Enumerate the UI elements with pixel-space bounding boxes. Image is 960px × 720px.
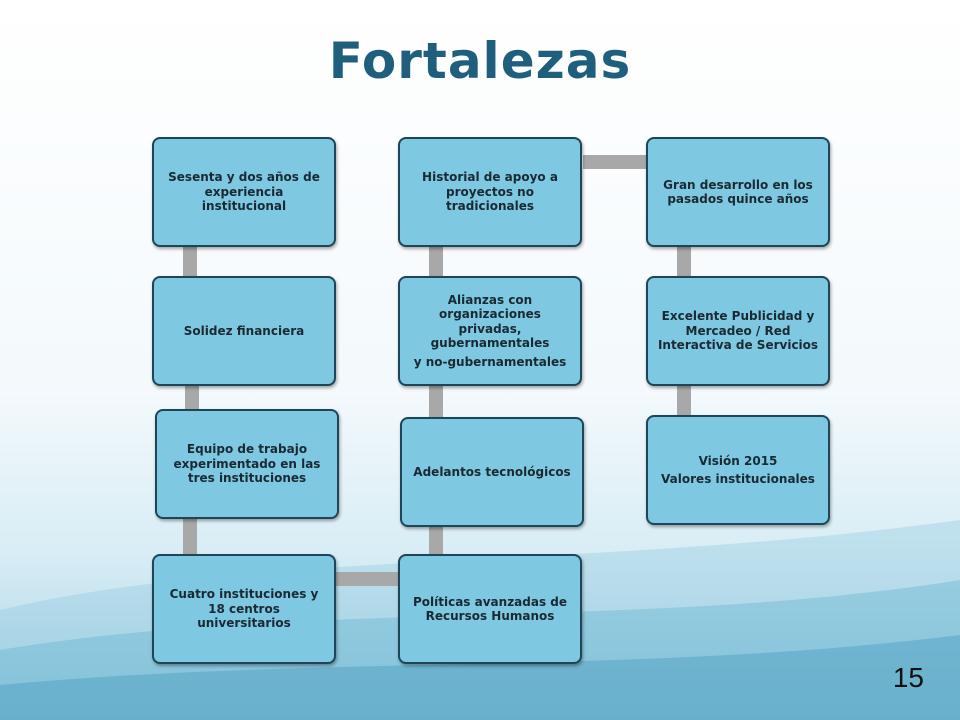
- strength-box-historial-apoyo: Historial de apoyo a proyectos no tradic…: [398, 137, 582, 247]
- strength-box-gran-desarrollo: Gran desarrollo en los pasados quince añ…: [646, 137, 830, 247]
- connector-c1-3-4: [183, 518, 197, 556]
- strength-box-cuatro-instituciones: Cuatro instituciones y 18 centros univer…: [152, 554, 336, 664]
- box-text: Cuatro instituciones y 18 centros univer…: [169, 587, 319, 631]
- connector-c2-4-3: [429, 526, 443, 556]
- strength-box-experiencia: Sesenta y dos años de experiencia instit…: [152, 137, 336, 247]
- page-number: 15: [892, 662, 924, 693]
- connector-c1-2-3: [185, 385, 199, 409]
- box-text: Adelantos tecnológicos: [413, 464, 571, 479]
- strength-box-vision-2015: Visión 2015 Valores institucionales: [646, 415, 830, 525]
- connector-c2-c3-top: [583, 155, 649, 169]
- connector-c3-1-2: [677, 246, 691, 278]
- box-text: Alianzas con organizaciones privadas, gu…: [430, 293, 550, 351]
- box-text: Equipo de trabajo experimentado en las t…: [173, 442, 321, 486]
- strength-box-alianzas: Alianzas con organizaciones privadas, gu…: [398, 276, 582, 386]
- box-text: Políticas avanzadas de Recursos Humanos: [412, 594, 568, 623]
- strength-box-politicas-rrhh: Políticas avanzadas de Recursos Humanos: [398, 554, 582, 664]
- connector-c2-2-1: [429, 246, 443, 278]
- strength-box-equipo-trabajo: Equipo de trabajo experimentado en las t…: [155, 409, 339, 519]
- connector-c2-3-2: [429, 385, 443, 419]
- box-text: Excelente Publicidad y Mercadeo / Red In…: [657, 309, 819, 353]
- box-text: Historial de apoyo a proyectos no tradic…: [422, 170, 558, 214]
- box-text-line2: y no-gubernamentales: [413, 354, 567, 369]
- page-title: Fortalezas: [328, 32, 632, 90]
- strength-box-adelantos-tecnologicos: Adelantos tecnológicos: [400, 417, 584, 527]
- box-text: Solidez financiera: [183, 323, 305, 338]
- connector-c1-c2-bottom: [336, 572, 400, 586]
- box-text: Visión 2015: [698, 453, 778, 468]
- box-text: Gran desarrollo en los pasados quince añ…: [663, 177, 813, 206]
- strength-box-solidez-financiera: Solidez financiera: [152, 276, 336, 386]
- box-text: Sesenta y dos años de experiencia instit…: [168, 170, 320, 214]
- connector-c3-2-3: [677, 385, 691, 417]
- connector-c1-1-2: [183, 246, 197, 278]
- box-text-line2: Valores institucionales: [661, 472, 815, 486]
- strength-box-publicidad-mercadeo: Excelente Publicidad y Mercadeo / Red In…: [646, 276, 830, 386]
